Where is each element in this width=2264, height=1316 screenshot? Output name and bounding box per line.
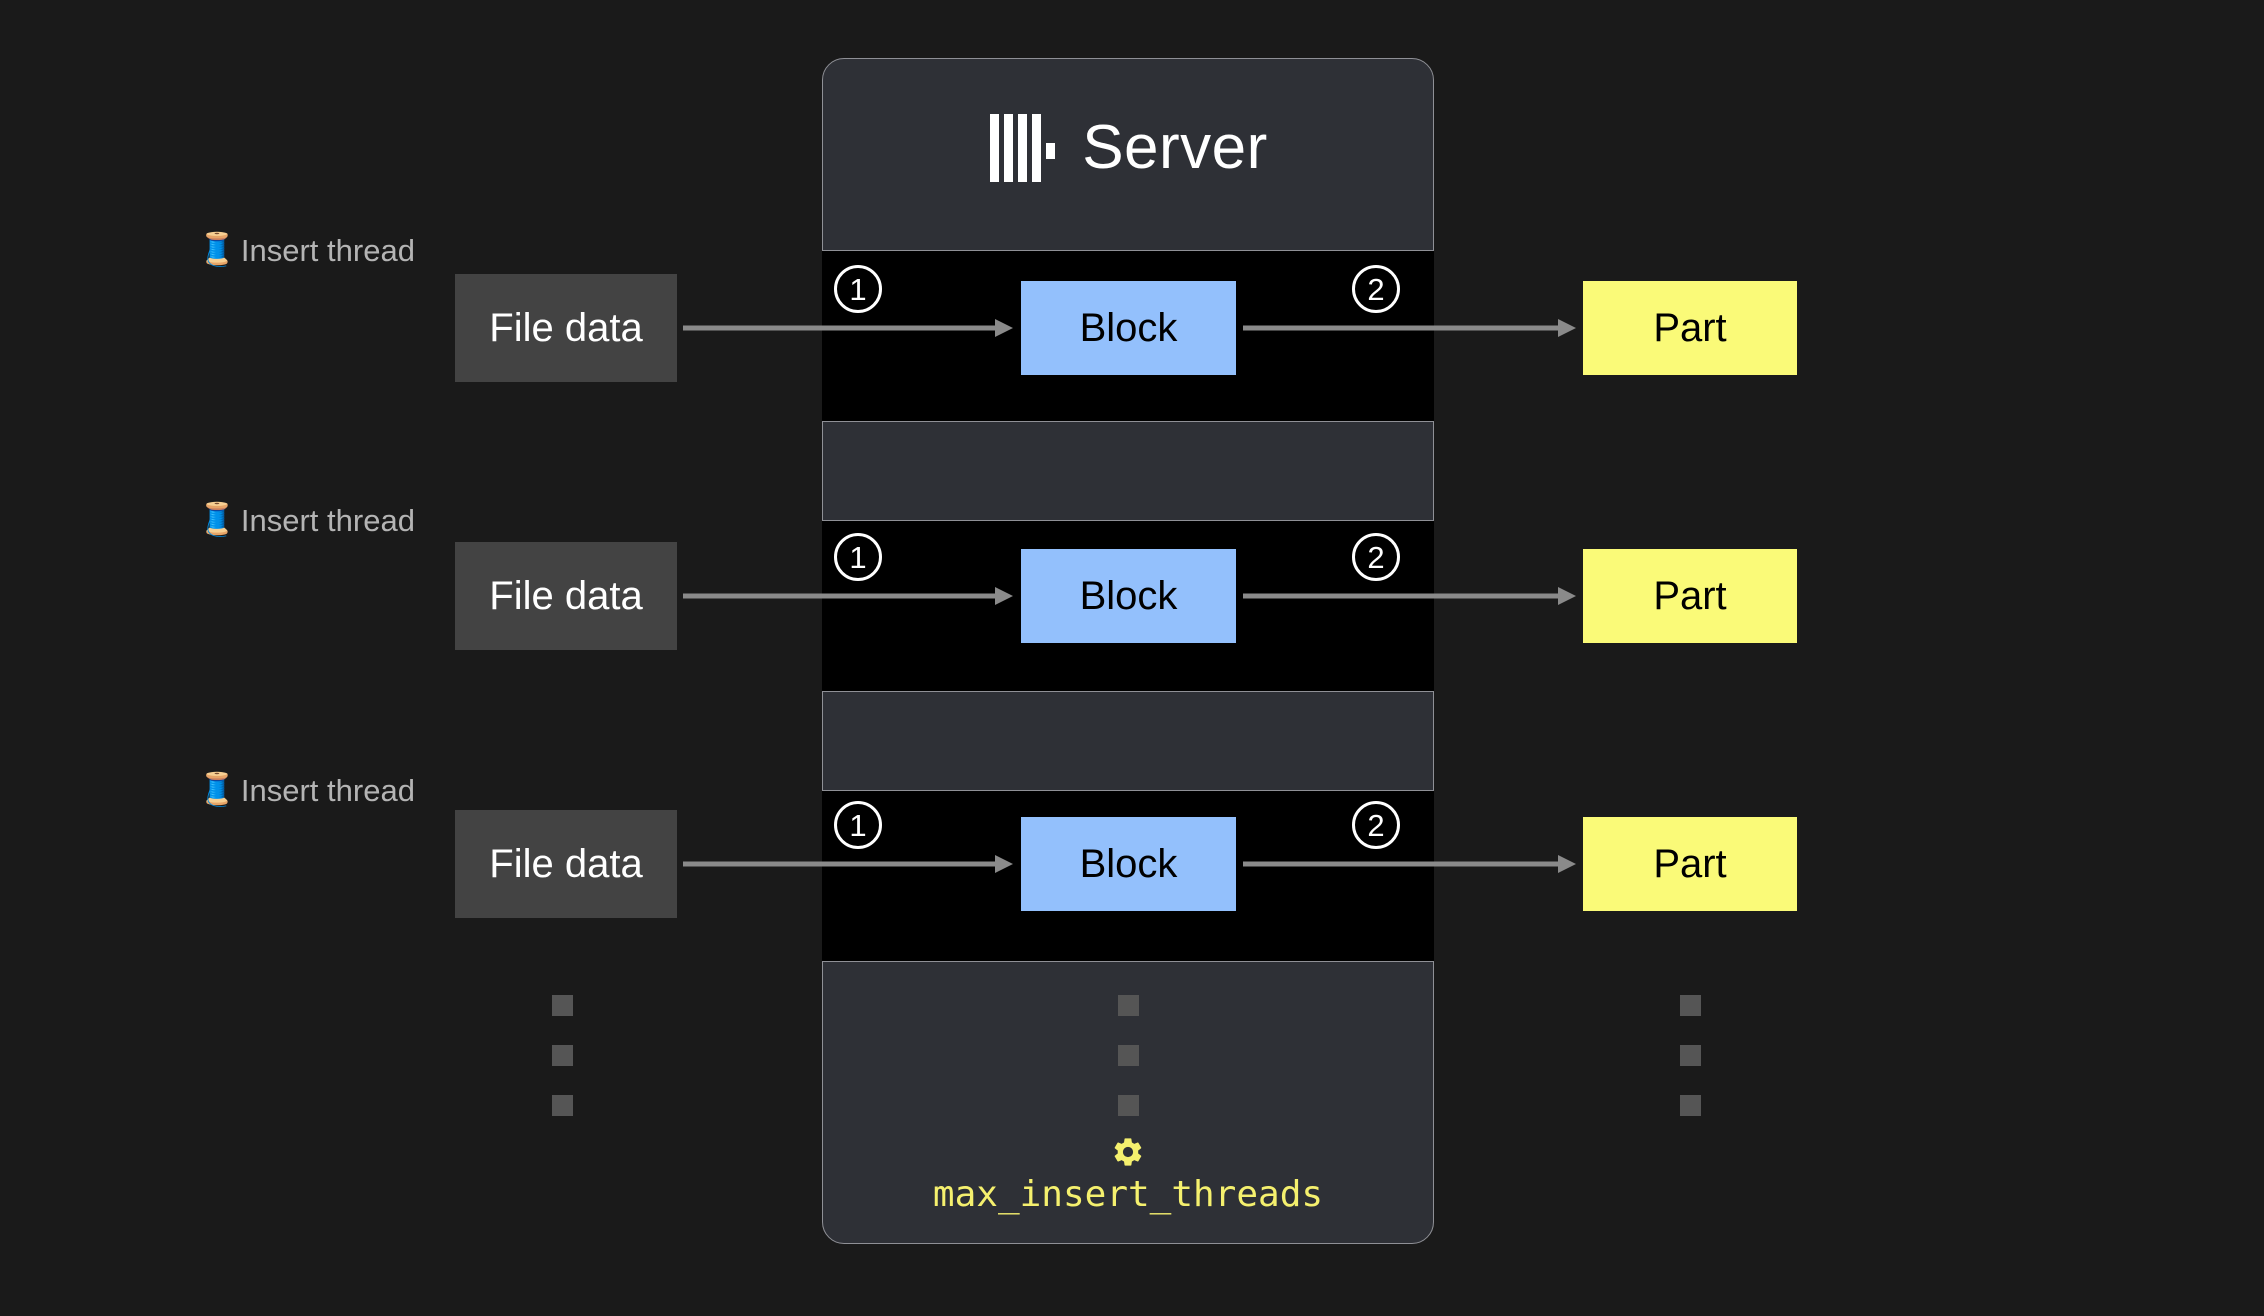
ellipsis-dots-right [1680, 995, 1701, 1116]
file-data-box: File data [455, 542, 677, 650]
step-number-badge: 2 [1352, 265, 1400, 313]
ellipsis-dot [552, 1095, 573, 1116]
thread-spool-icon: 🧵 [197, 771, 237, 807]
part-box: Part [1583, 281, 1797, 375]
step-number-badge: 1 [834, 265, 882, 313]
thread-spool-icon: 🧵 [197, 231, 237, 267]
setting-group: max_insert_threads [822, 1135, 1434, 1215]
insert-thread-band [822, 250, 1434, 422]
server-header: Server [823, 93, 1435, 203]
step-number-badge: 1 [834, 533, 882, 581]
insert-thread-label-text: Insert thread [240, 502, 415, 538]
part-box: Part [1583, 817, 1797, 911]
insert-thread-label: 🧵 Insert thread [0, 769, 612, 811]
ellipsis-dots-left [552, 995, 573, 1116]
arrow-file-to-block [683, 587, 1013, 605]
file-data-box: File data [455, 274, 677, 382]
step-number-badge: 2 [1352, 801, 1400, 849]
insert-thread-label-text: Insert thread [240, 772, 415, 808]
ellipsis-dot [552, 1045, 573, 1066]
ellipsis-dot [1118, 995, 1139, 1016]
block-box: Block [1021, 549, 1236, 643]
part-box: Part [1583, 549, 1797, 643]
ellipsis-dot [1118, 1095, 1139, 1116]
ellipsis-dot [1680, 995, 1701, 1016]
clickhouse-logo-icon [990, 114, 1056, 182]
arrow-block-to-part [1243, 855, 1576, 873]
ellipsis-dot [552, 995, 573, 1016]
ellipsis-dots-middle [1118, 995, 1139, 1116]
arrow-block-to-part [1243, 587, 1576, 605]
gear-icon [1111, 1135, 1145, 1169]
ellipsis-dot [1118, 1045, 1139, 1066]
step-number-badge: 1 [834, 801, 882, 849]
ellipsis-dot [1680, 1095, 1701, 1116]
step-number-badge: 2 [1352, 533, 1400, 581]
ellipsis-dot [1680, 1045, 1701, 1066]
file-data-box: File data [455, 810, 677, 918]
insert-thread-label: 🧵 Insert thread [0, 229, 612, 271]
arrow-file-to-block [683, 855, 1013, 873]
arrow-file-to-block [683, 319, 1013, 337]
arrow-block-to-part [1243, 319, 1576, 337]
insert-thread-label: 🧵 Insert thread [0, 499, 612, 541]
insert-thread-label-text: Insert thread [240, 232, 415, 268]
block-box: Block [1021, 817, 1236, 911]
setting-name-label: max_insert_threads [932, 1174, 1324, 1215]
server-title: Server [1082, 113, 1268, 182]
block-box: Block [1021, 281, 1236, 375]
thread-spool-icon: 🧵 [197, 501, 237, 537]
